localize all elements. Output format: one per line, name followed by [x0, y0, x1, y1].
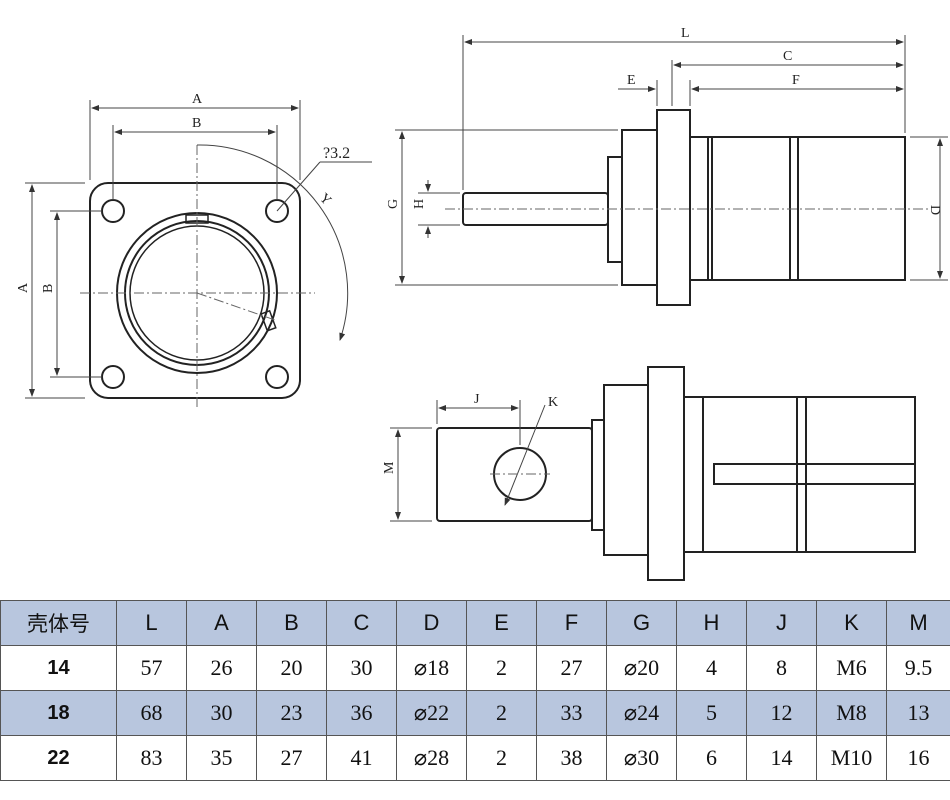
table-cell: 36	[326, 690, 397, 736]
rear-body	[621, 129, 658, 286]
front-view	[89, 182, 301, 399]
flange-outline	[89, 182, 301, 399]
table-cell: M6	[816, 645, 887, 691]
header-l: L	[116, 600, 187, 646]
header-g: G	[606, 600, 677, 646]
mounting-hole	[265, 365, 289, 389]
table-cell: 8	[746, 645, 817, 691]
table-row: 14 57 26 20 30 ⌀18 2 27 ⌀20 4 8 M6 9.5	[0, 645, 950, 691]
header-e: E	[466, 600, 537, 646]
table-cell: ⌀24	[606, 690, 677, 736]
table-cell: 41	[326, 735, 397, 781]
table-cell: ⌀28	[396, 735, 467, 781]
dim-label-f: F	[792, 73, 800, 88]
table-cell: 30	[186, 690, 257, 736]
header-k: K	[816, 600, 887, 646]
table-cell: 6	[676, 735, 747, 781]
table-cell: 83	[116, 735, 187, 781]
dim-label-k: K	[548, 395, 558, 410]
dim-label-c: C	[783, 49, 792, 64]
header-m: M	[886, 600, 950, 646]
header-h: H	[676, 600, 747, 646]
table-cell: 16	[886, 735, 950, 781]
table-cell: M8	[816, 690, 887, 736]
table-cell: 57	[116, 645, 187, 691]
dim-label-h: H	[412, 199, 427, 209]
dim-label-l: L	[681, 26, 690, 41]
table-cell: 12	[746, 690, 817, 736]
table-cell: ⌀18	[396, 645, 467, 691]
bottom-view	[436, 366, 916, 581]
table-cell: M10	[816, 735, 887, 781]
table-cell: 18	[0, 690, 117, 736]
table-cell: 9.5	[886, 645, 950, 691]
dim-label-e: E	[627, 73, 636, 88]
table-cell: 33	[536, 690, 607, 736]
header-shell-size: 壳体号	[0, 600, 117, 646]
table-cell: 26	[186, 645, 257, 691]
header-f: F	[536, 600, 607, 646]
table-cell: 38	[536, 735, 607, 781]
table-cell: ⌀22	[396, 690, 467, 736]
header-d: D	[396, 600, 467, 646]
header-b: B	[256, 600, 327, 646]
table-cell: 27	[256, 735, 327, 781]
table-cell: 20	[256, 645, 327, 691]
mounting-hole	[101, 365, 125, 389]
table-cell: 27	[536, 645, 607, 691]
mounting-hole	[101, 199, 125, 223]
sleeve-b	[702, 396, 916, 553]
table-cell: ⌀30	[606, 735, 677, 781]
table-cell: 22	[0, 735, 117, 781]
header-a: A	[186, 600, 257, 646]
flange-b	[647, 366, 685, 581]
dim-label-g: G	[386, 199, 401, 209]
table-row: 18 68 30 23 36 ⌀22 2 33 ⌀24 5 12 M8 13	[0, 690, 950, 736]
dimension-table: 壳体号 L A B C D E F G H J K M 14 57 26 20 …	[0, 600, 950, 781]
dim-label-j: J	[474, 392, 480, 407]
table-cell: 68	[116, 690, 187, 736]
rear-body-b	[603, 384, 649, 556]
table-cell: 2	[466, 735, 537, 781]
table-cell: 14	[0, 645, 117, 691]
table-cell: 23	[256, 690, 327, 736]
table-cell: 14	[746, 735, 817, 781]
table-cell: 5	[676, 690, 747, 736]
header-c: C	[326, 600, 397, 646]
dim-label-b-side: B	[41, 284, 56, 293]
table-cell: 35	[186, 735, 257, 781]
terminal-hole	[493, 447, 547, 501]
front-ring-b	[683, 396, 704, 553]
table-header-row: 壳体号 L A B C D E F G H J K M	[0, 600, 950, 646]
header-j: J	[746, 600, 817, 646]
table-cell: 13	[886, 690, 950, 736]
table-cell: 4	[676, 645, 747, 691]
table-cell: 2	[466, 690, 537, 736]
flange-side	[656, 109, 691, 306]
dim-label-m: M	[382, 461, 397, 474]
slot	[713, 463, 916, 485]
dim-label-b-top: B	[192, 116, 201, 131]
connector-drawing: A B A B ?3.2 Y L C	[16, 26, 948, 581]
rear-step-b	[591, 419, 605, 531]
table-cell: 2	[466, 645, 537, 691]
dim-label-a-top: A	[192, 92, 203, 107]
side-view	[462, 109, 906, 306]
table-cell: 30	[326, 645, 397, 691]
dim-label-a-side: A	[16, 282, 31, 293]
dim-label-d: D	[927, 205, 942, 215]
table-cell: ⌀20	[606, 645, 677, 691]
table-row: 22 83 35 27 41 ⌀28 2 38 ⌀30 6 14 M10 16	[0, 735, 950, 781]
hole-diameter-label: ?3.2	[323, 145, 350, 162]
